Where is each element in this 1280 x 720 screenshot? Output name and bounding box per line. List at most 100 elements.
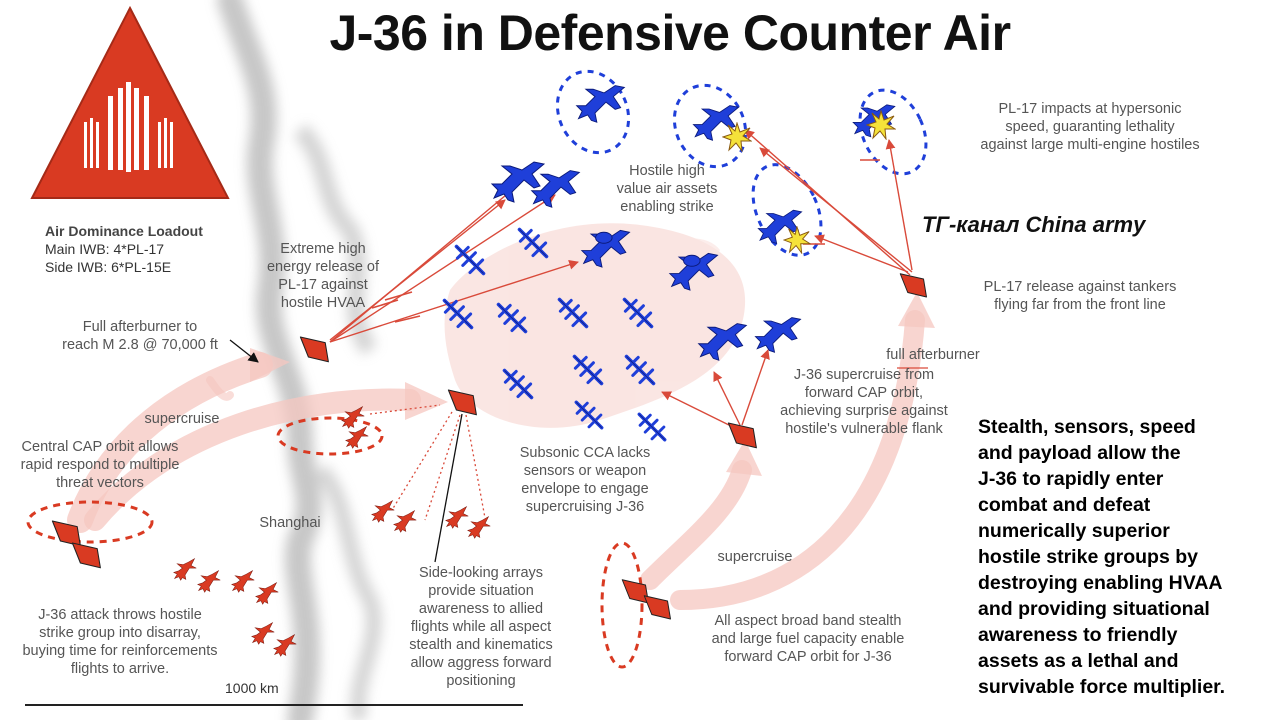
label-central-cap-line: threat vectors	[56, 475, 144, 491]
label-side-arrays-line: Side-looking arrays	[418, 565, 544, 581]
label-tanker-release-line: PL-17 release against tankers	[983, 279, 1177, 295]
summary-text-line: Stealth, sensors, speed	[978, 416, 1196, 438]
awareness-lines	[369, 404, 486, 521]
label-supercruise-forward-line: achieving surprise against	[780, 403, 948, 419]
label-shanghai: Shanghai	[259, 515, 321, 531]
leader-lines	[229, 339, 928, 563]
friendly-fighter-icon	[231, 570, 255, 593]
label-tanker-release: PL-17 release against tankers flying far …	[960, 278, 1200, 314]
friendly-fighter-icon	[197, 570, 221, 593]
forward-cap-orbit-left	[276, 416, 384, 456]
page-title: J-36 in Defensive Counter Air	[329, 5, 1011, 61]
friendly-fighter-icon	[371, 500, 395, 523]
summary-text-line: assets as a lethal and	[978, 650, 1179, 672]
explosion-icon	[783, 226, 811, 254]
label-hypersonic-impact-line: speed, guaranting lethality	[1005, 119, 1175, 135]
j36-icon	[643, 595, 672, 620]
label-central-cap: Central CAP orbit allows rapid respond to…	[2, 438, 198, 492]
friendly-fighter-icon	[345, 426, 369, 449]
label-subsonic-cca-line: Subsonic CCA lacks	[519, 445, 651, 461]
hostile-bomber-icon	[491, 161, 545, 203]
summary-text-line: hostile strike groups by	[978, 546, 1198, 568]
summary-text-line: and providing situational	[978, 598, 1210, 620]
label-subsonic-cca-line: sensors or weapon	[523, 463, 647, 479]
hostile-cca-icon	[637, 412, 667, 442]
summary-text-line: and payload allow the	[978, 442, 1181, 464]
label-energy-release-line: hostile HVAA	[280, 295, 366, 311]
label-hypersonic-impact-line: against large multi-engine hostiles	[980, 137, 1200, 153]
friendly-fighter-icon	[445, 506, 469, 529]
scale-label: 1000 km	[225, 680, 279, 696]
friendly-fighter-icon	[393, 510, 417, 533]
label-side-arrays: Side-looking arrays provide situation awar…	[396, 564, 566, 690]
scale-bar	[25, 704, 523, 706]
label-energy-release-line: PL-17 against	[278, 277, 368, 293]
label-subsonic-cca-line: supercruising J-36	[525, 499, 645, 515]
label-supercruise-forward-line: hostile's vulnerable flank	[785, 421, 943, 437]
forward-cap-orbit-bottom	[600, 541, 644, 669]
label-full-afterburner: full afterburner	[886, 347, 980, 363]
central-cap-orbit	[26, 500, 154, 544]
coastline	[217, 0, 382, 720]
air-dominance-badge-icon	[30, 5, 230, 199]
summary-text-line: J-36 to rapidly enter	[978, 468, 1164, 490]
summary-text: Stealth, sensors, speed and payload allow…	[978, 414, 1268, 700]
summary-text-line: numerically superior	[978, 520, 1170, 542]
label-afterburner-m28: Full afterburner to reach M 2.8 @ 70,000 …	[40, 318, 240, 354]
label-afterburner-m28-line: reach M 2.8 @ 70,000 ft	[62, 337, 218, 353]
label-hypersonic-impact-line: PL-17 impacts at hypersonic	[998, 101, 1182, 117]
label-supercruise-left: supercruise	[144, 411, 220, 427]
label-hostile-hvaa-line: value air assets	[616, 181, 718, 197]
label-tanker-release-line: flying far from the front line	[994, 297, 1166, 313]
label-attack-disarray-line: J-36 attack throws hostile	[38, 607, 202, 623]
label-attack-disarray-line: flights to arrive.	[70, 661, 170, 677]
loadout-block: Air Dominance Loadout Main IWB: 4*PL-17 …	[45, 222, 203, 276]
label-supercruise-bottom: supercruise	[717, 549, 793, 565]
label-central-cap-line: rapid respond to multiple	[20, 457, 180, 473]
hostile-zone	[444, 223, 746, 428]
label-supercruise-forward-line: J-36 supercruise from	[793, 367, 935, 383]
loadout-heading: Air Dominance Loadout	[45, 223, 203, 239]
loadout-main-iwb: Main IWB: 4*PL-17	[45, 241, 165, 257]
loadout-side-iwb: Side IWB: 6*PL-15E	[45, 259, 172, 275]
hostile-bomber-icon	[755, 317, 801, 353]
j36-icon	[71, 542, 101, 569]
cap-orbits	[26, 416, 644, 669]
friendly-fighter-icon	[467, 516, 491, 539]
summary-text-line: destroying enabling HVAA	[978, 572, 1223, 594]
hostile-bomber-icon	[531, 170, 580, 208]
label-broadband-stealth-line: forward CAP orbit for J-36	[724, 649, 892, 665]
label-supercruise-forward-line: forward CAP orbit,	[804, 385, 924, 401]
label-side-arrays-line: awareness to allied	[418, 601, 544, 617]
label-side-arrays-line: stealth and kinematics	[409, 637, 553, 653]
label-energy-release-line: Extreme high	[280, 241, 366, 257]
friendly-fighter-icon	[255, 582, 279, 605]
label-energy-release-line: energy release of	[266, 259, 380, 275]
label-subsonic-cca: Subsonic CCA lacks sensors or weapon envel…	[500, 444, 670, 516]
label-subsonic-cca-line: envelope to engage	[521, 481, 649, 497]
label-afterburner-m28-line: Full afterburner to	[82, 319, 198, 335]
label-side-arrays-line: provide situation	[428, 583, 534, 599]
friendly-fighter-icon	[251, 622, 275, 645]
label-side-arrays-line: allow aggress forward	[410, 655, 552, 671]
movement-arrows	[67, 292, 935, 610]
j36-icon	[299, 336, 329, 363]
label-hypersonic-impact: PL-17 impacts at hypersonic speed, guaran…	[960, 100, 1220, 154]
j36-icon	[727, 422, 757, 449]
label-broadband-stealth-line: and large fuel capacity enable	[711, 631, 905, 647]
missile-streaks	[371, 159, 880, 323]
label-energy-release: Extreme high energy release of PL-17 again…	[250, 240, 396, 312]
label-side-arrays-line: flights while all aspect	[410, 619, 552, 635]
label-broadband-stealth: All aspect broad band stealth and large f…	[688, 612, 928, 666]
missile-lines	[329, 129, 913, 429]
summary-text-line: combat and defeat	[978, 494, 1151, 516]
label-central-cap-line: Central CAP orbit allows	[21, 439, 179, 455]
label-broadband-stealth-line: All aspect broad band stealth	[714, 613, 902, 629]
summary-text-line: awareness to friendly	[978, 624, 1178, 646]
j36-icon	[899, 273, 928, 298]
friendly-fighter-icon	[273, 634, 297, 657]
label-hostile-hvaa-line: enabling strike	[620, 199, 714, 215]
